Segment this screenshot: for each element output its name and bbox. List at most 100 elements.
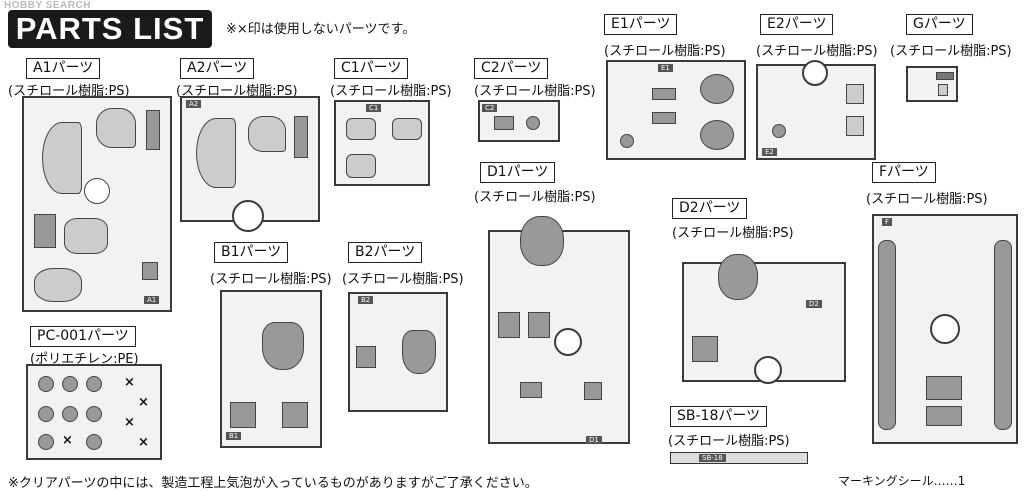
part-shape <box>356 346 376 368</box>
section-material-g: (スチロール樹脂:PS) <box>890 44 1012 59</box>
part-shape <box>936 72 954 80</box>
marking-sticker-count: マーキングシール……1 <box>838 474 966 488</box>
sprue-sb: SB-18 <box>670 452 808 464</box>
part-shape <box>526 116 540 130</box>
part-shape <box>96 108 136 148</box>
unused-mark-icon: × <box>124 375 135 390</box>
section-title-f: Fパーツ <box>872 162 936 183</box>
part-shape <box>700 74 734 104</box>
sprue-g <box>906 66 958 102</box>
section-title-a2: A2パーツ <box>180 58 255 79</box>
section-title-e2: E2パーツ <box>760 14 834 35</box>
part-shape <box>938 84 948 96</box>
section-title-c1: C1パーツ <box>334 58 409 79</box>
sprue-label-c1: C1 <box>366 104 382 112</box>
part-shape <box>142 262 158 280</box>
part-shape <box>64 218 108 254</box>
sprue-ring <box>802 60 828 86</box>
part-shape <box>38 434 54 450</box>
part-shape <box>38 406 54 422</box>
part-shape <box>584 382 602 400</box>
part-shape <box>230 402 256 428</box>
section-title-d2: D2パーツ <box>672 198 748 219</box>
sprue-ring <box>554 328 582 356</box>
sprue-label-d2: D2 <box>806 300 822 308</box>
sprue-d1: D1 <box>488 216 630 444</box>
part-shape <box>926 376 962 400</box>
section-title-sb: SB-18パーツ <box>670 406 768 427</box>
section-title-d1: D1パーツ <box>480 162 556 183</box>
sprue-label-b2: B2 <box>358 296 374 304</box>
section-material-d1: (スチロール樹脂:PS) <box>474 190 596 205</box>
section-title-b2: B2パーツ <box>348 242 423 263</box>
watermark: HOBBY SEARCH <box>4 0 91 11</box>
part-shape <box>34 268 82 302</box>
sprue-label-d1: D1 <box>586 436 602 444</box>
sprue-c2: C2 <box>478 100 560 142</box>
part-shape <box>772 124 786 138</box>
unused-mark-icon: × <box>124 415 135 430</box>
sprue-label-e1: E1 <box>658 64 673 72</box>
part-shape <box>846 116 864 136</box>
section-material-d2: (スチロール樹脂:PS) <box>672 226 794 241</box>
section-title-pc: PC-001パーツ <box>30 326 136 347</box>
sprue-label-f: F <box>882 218 893 226</box>
section-title-e1: E1パーツ <box>604 14 678 35</box>
section-material-b2: (スチロール樹脂:PS) <box>342 272 464 287</box>
part-shape <box>520 382 542 398</box>
section-title-a1: A1パーツ <box>26 58 101 79</box>
part-shape <box>282 402 308 428</box>
part-shape <box>718 254 758 300</box>
part-shape <box>402 330 436 374</box>
section-title-b1: B1パーツ <box>214 242 289 263</box>
part-shape <box>42 122 82 194</box>
sprue-label-a1: A1 <box>144 296 160 304</box>
part-shape <box>692 336 718 362</box>
sprue-label-a2: A2 <box>186 100 202 108</box>
page-title: PARTS LIST <box>8 10 212 48</box>
sprue-label-e2: E2 <box>762 148 777 156</box>
sprue-a1: A1 <box>22 96 172 312</box>
sprue-label-b1: B1 <box>226 432 242 440</box>
section-title-g: Gパーツ <box>906 14 973 35</box>
section-material-e1: (スチロール樹脂:PS) <box>604 44 726 59</box>
sprue-c1: C1 <box>334 100 430 186</box>
part-shape <box>652 88 676 100</box>
part-shape <box>146 110 160 150</box>
section-material-c2: (スチロール樹脂:PS) <box>474 84 596 99</box>
clear-parts-note: ※クリアパーツの中には、製造工程上気泡が入っているものがありますがご了承ください… <box>8 476 538 491</box>
part-shape <box>294 116 308 158</box>
part-shape <box>86 376 102 392</box>
sprue-label-sb: SB-18 <box>699 454 726 462</box>
sprue-e1: E1 <box>606 60 746 160</box>
part-shape <box>520 216 564 266</box>
sprue-ring <box>232 200 264 232</box>
part-shape <box>700 120 734 150</box>
part-shape <box>86 434 102 450</box>
part-shape <box>38 376 54 392</box>
part-shape <box>196 118 236 188</box>
section-material-b1: (スチロール樹脂:PS) <box>210 272 332 287</box>
unused-mark-icon: × <box>138 435 149 450</box>
part-shape <box>84 178 110 204</box>
part-shape <box>846 84 864 104</box>
part-shape <box>262 322 304 370</box>
section-material-pc: (ポリエチレン:PE) <box>30 352 139 367</box>
part-shape <box>346 154 376 178</box>
part-shape <box>620 134 634 148</box>
part-shape <box>346 118 376 140</box>
sprue-pc: × × × × × <box>26 364 162 460</box>
part-shape <box>652 112 676 124</box>
part-shape <box>62 376 78 392</box>
sprue-d2: D2 <box>682 254 846 384</box>
part-shape <box>34 214 56 248</box>
unused-mark-icon: × <box>62 433 73 448</box>
section-title-c2: C2パーツ <box>474 58 549 79</box>
part-shape <box>62 406 78 422</box>
sprue-ring <box>754 356 782 384</box>
part-shape <box>86 406 102 422</box>
part-shape <box>392 118 422 140</box>
sprue-ring <box>930 314 960 344</box>
section-material-f: (スチロール樹脂:PS) <box>866 192 988 207</box>
part-shape <box>528 312 550 338</box>
